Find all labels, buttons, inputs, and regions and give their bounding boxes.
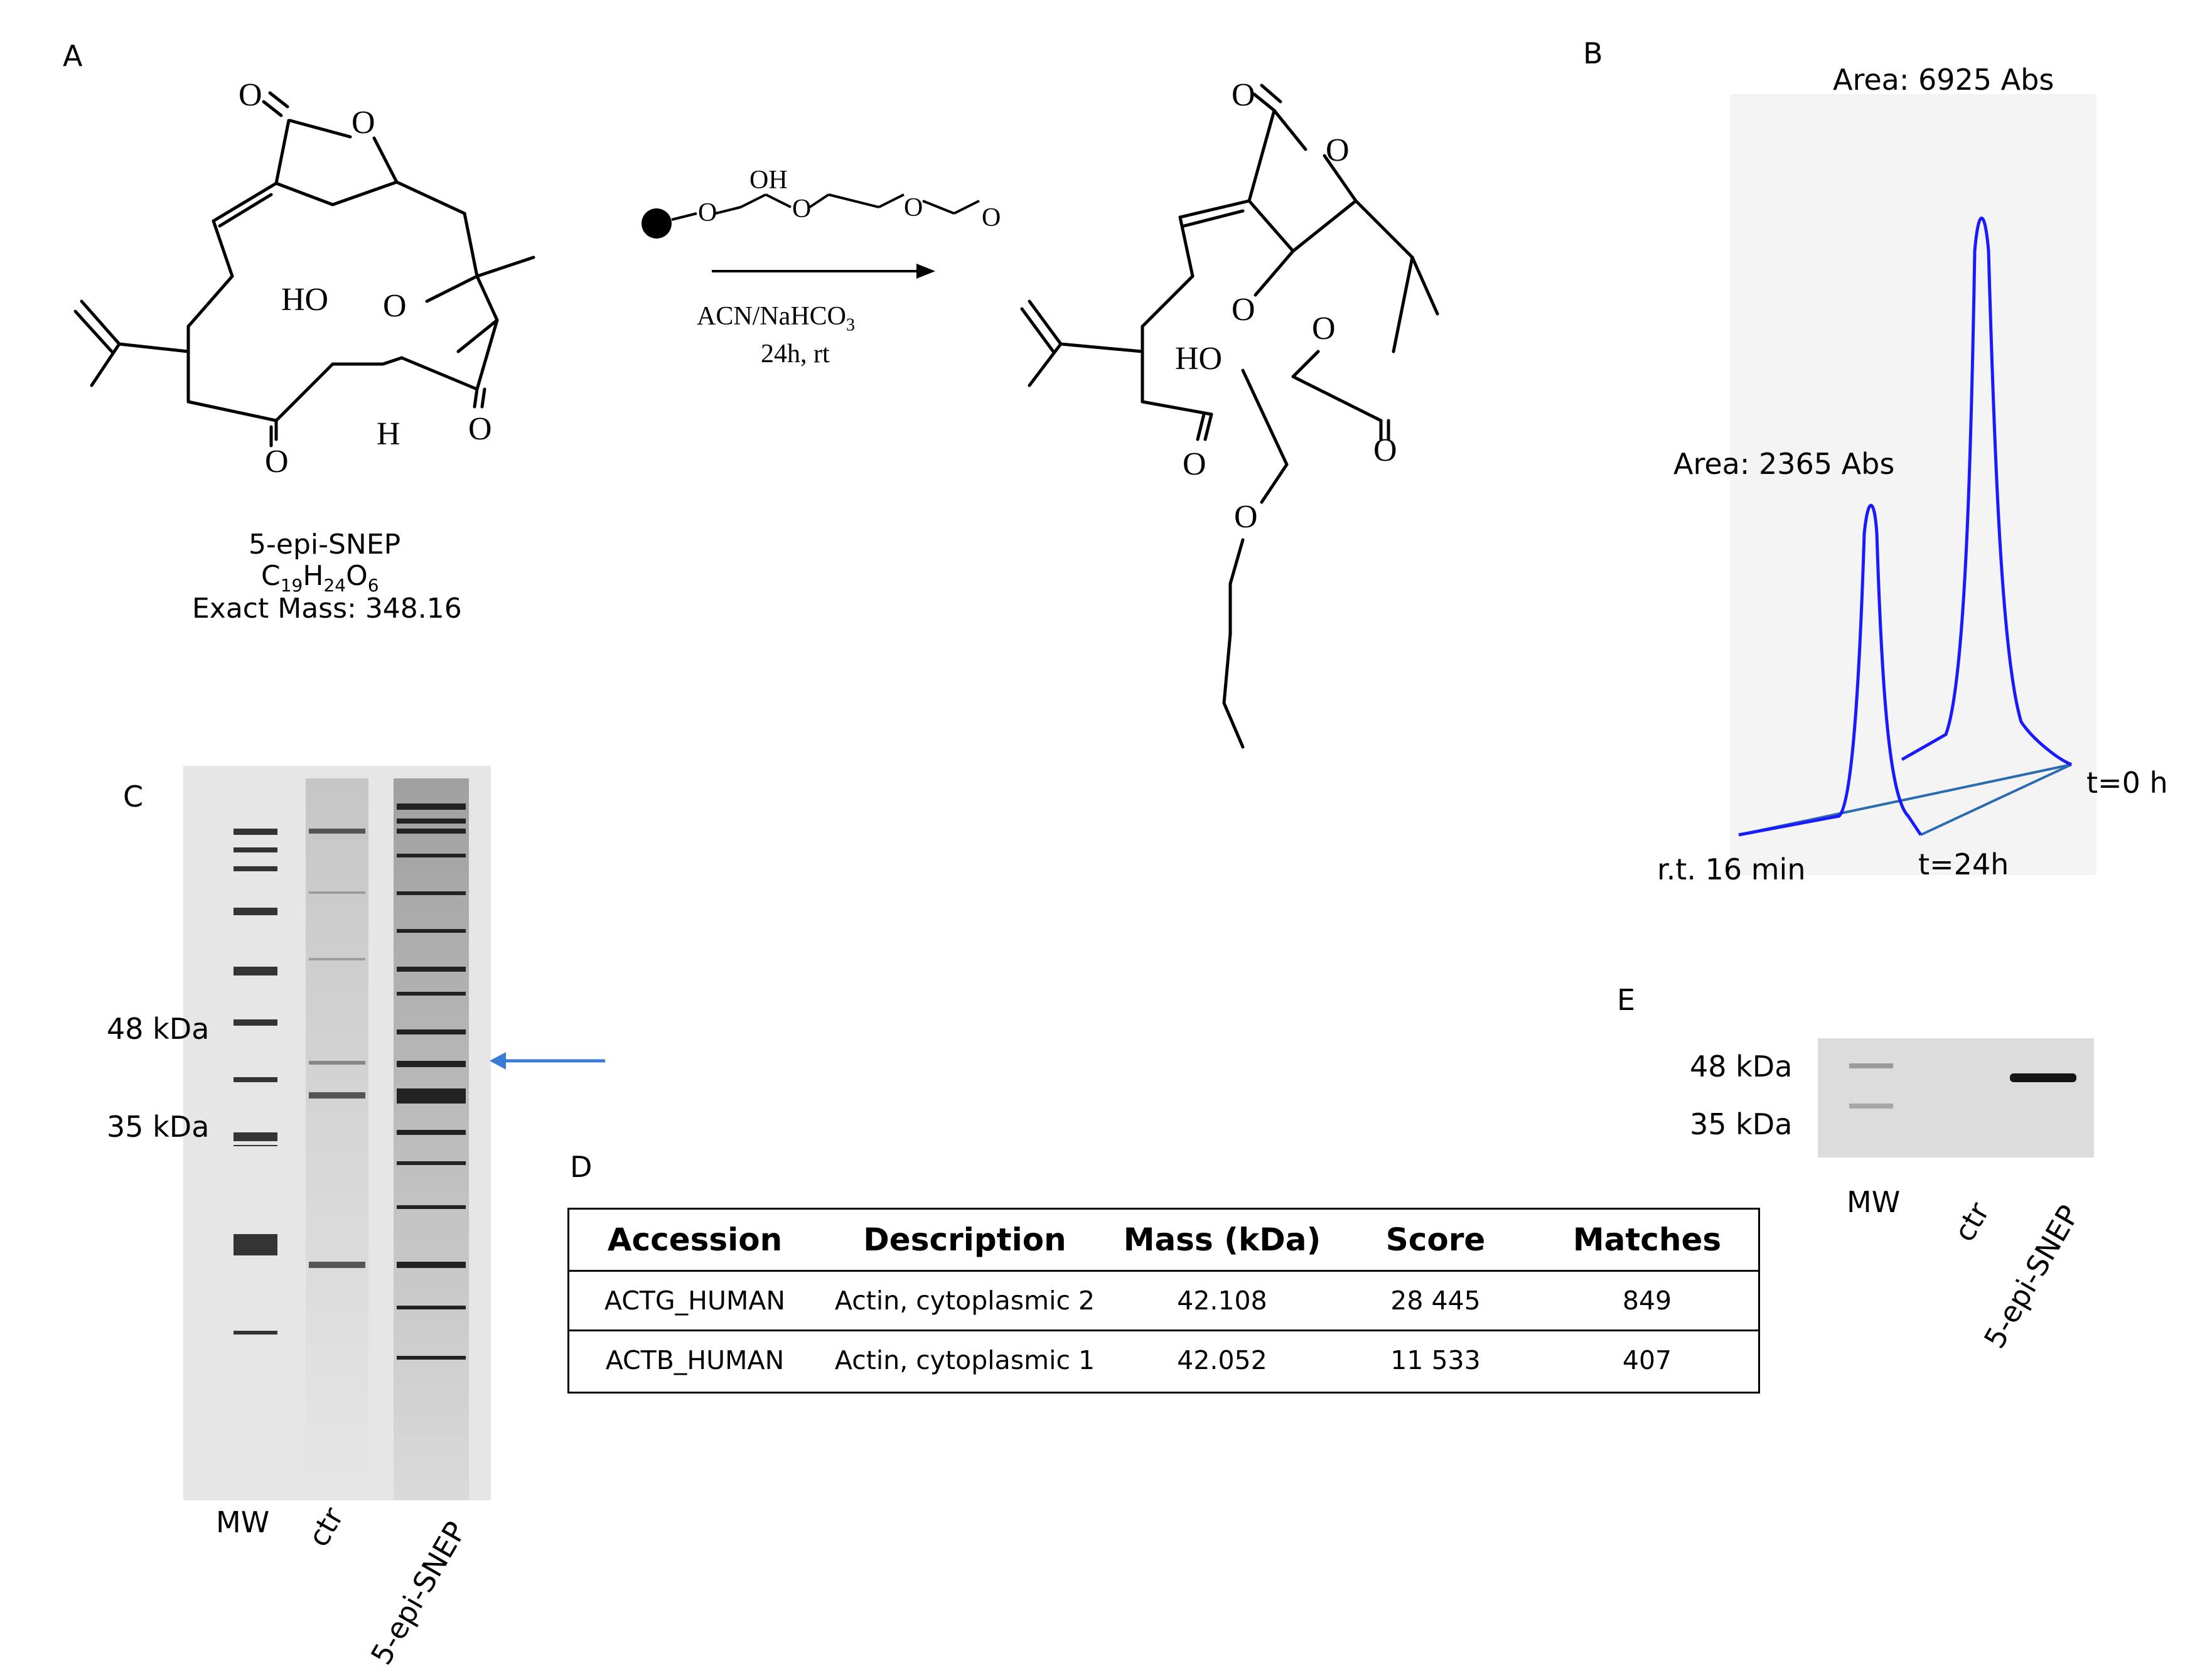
chromatogram-background	[1730, 94, 2097, 875]
table-cell: 42.108	[1109, 1270, 1335, 1331]
atom-o: O	[468, 411, 492, 447]
table-cell: ACTG_HUMAN	[569, 1270, 820, 1331]
arrow-head-icon	[916, 264, 935, 279]
gel-lane-ctr: ctr	[301, 1501, 350, 1552]
table-cell: Actin, cytoplasmic 1	[834, 1345, 1095, 1375]
band-arrow	[490, 1052, 605, 1070]
table-row: ACTG_HUMAN Actin, cytoplasmic 2 42.108 2…	[569, 1270, 1758, 1331]
table-cell: Actin, cytoplasmic 2	[820, 1270, 1109, 1331]
baseline-0h	[1920, 763, 2072, 836]
reagent-o: O	[792, 195, 811, 223]
reagent-line1: ACN/NaHCO3	[697, 302, 855, 335]
blot-lane-snep: 5-epi-SNEP	[1977, 1199, 2086, 1354]
atom-o: O	[265, 444, 289, 480]
table-cell: 11 533	[1390, 1345, 1481, 1375]
compound-name: 5-epi-SNEP	[249, 529, 401, 561]
panel-label-c: C	[123, 780, 144, 814]
atom-o: O	[1232, 77, 1255, 113]
atom-o: O	[1312, 311, 1336, 346]
table-header: Mass (kDa)	[1109, 1210, 1335, 1272]
peak-0h	[1901, 217, 2072, 766]
retention-time-label: r.t. 16 min	[1657, 852, 1806, 886]
gel-marker-35: 35 kDa	[107, 1110, 210, 1144]
atom-o: O	[1183, 446, 1206, 482]
panel-label-b: B	[1583, 36, 1603, 70]
reagent-oh: OH	[749, 166, 788, 195]
gel-marker-48: 48 kDa	[107, 1012, 210, 1046]
panel-label-d: D	[570, 1150, 593, 1184]
exact-mass: Exact Mass: 348.16	[192, 593, 462, 625]
bond	[288, 119, 352, 139]
reagent-o: O	[698, 198, 717, 227]
atom-o: O	[352, 105, 375, 141]
reagent-line2: 24h, rt	[761, 340, 830, 368]
atom-o: O	[1234, 499, 1258, 535]
reagent-o: O	[904, 193, 923, 222]
protein-id-table: Accession Description Mass (kDa) Score M…	[567, 1208, 1760, 1394]
atom-ho: HO	[281, 282, 328, 318]
panel-label-a: A	[63, 39, 83, 73]
atom-o: O	[383, 288, 407, 324]
gel-lane-snep: 5-epi-SNEP	[364, 1515, 473, 1670]
gel-lane-mw: MW	[216, 1505, 270, 1539]
panel-a-scheme: O O HO O H O O O O O HO O O O O O OH O O…	[73, 77, 1439, 749]
atom-h: H	[377, 416, 400, 452]
table-cell: 407	[1622, 1345, 1672, 1375]
blot-marker-48: 48 kDa	[1690, 1050, 1793, 1083]
atom-o: O	[1373, 432, 1397, 468]
table-header: Description	[820, 1210, 1109, 1272]
blot-lane-mw: MW	[1847, 1185, 1901, 1219]
table-header: Matches	[1536, 1210, 1758, 1272]
blot-marker-35: 35 kDa	[1690, 1107, 1793, 1141]
chromatogram	[1738, 217, 2072, 837]
atom-o: O	[1326, 132, 1350, 168]
peak-24h-area: Area: 2365 Abs	[1673, 447, 1895, 481]
table-header: Accession	[569, 1210, 820, 1272]
atom-o: O	[1232, 292, 1255, 328]
sds-page-gel	[183, 766, 491, 1500]
table-cell: 42.052	[1177, 1345, 1267, 1375]
reagent-o: O	[982, 203, 1001, 232]
peak-0h-area: Area: 6925 Abs	[1833, 63, 2054, 97]
resin-bead-icon	[642, 208, 672, 239]
table-cell: 849	[1536, 1270, 1758, 1331]
panel-label-e: E	[1617, 983, 1636, 1017]
table-cell: 28 445	[1335, 1270, 1536, 1331]
peak-24h	[1738, 503, 1923, 837]
table-header: Score	[1335, 1210, 1536, 1272]
atom-o: O	[239, 77, 262, 113]
compound-formula: C19H24O6	[261, 560, 379, 596]
table-row: ACTB_HUMAN Actin, cytoplasmic 1 42.052 1…	[569, 1331, 1758, 1390]
western-blot	[1818, 1038, 2094, 1158]
blot-lane-ctr: ctr	[1947, 1196, 1996, 1247]
atom-ho: HO	[1175, 341, 1222, 377]
t0-label: t=0 h	[2086, 766, 2168, 800]
table-cell: ACTB_HUMAN	[605, 1345, 785, 1375]
t24-label: t=24h	[1918, 847, 2009, 881]
